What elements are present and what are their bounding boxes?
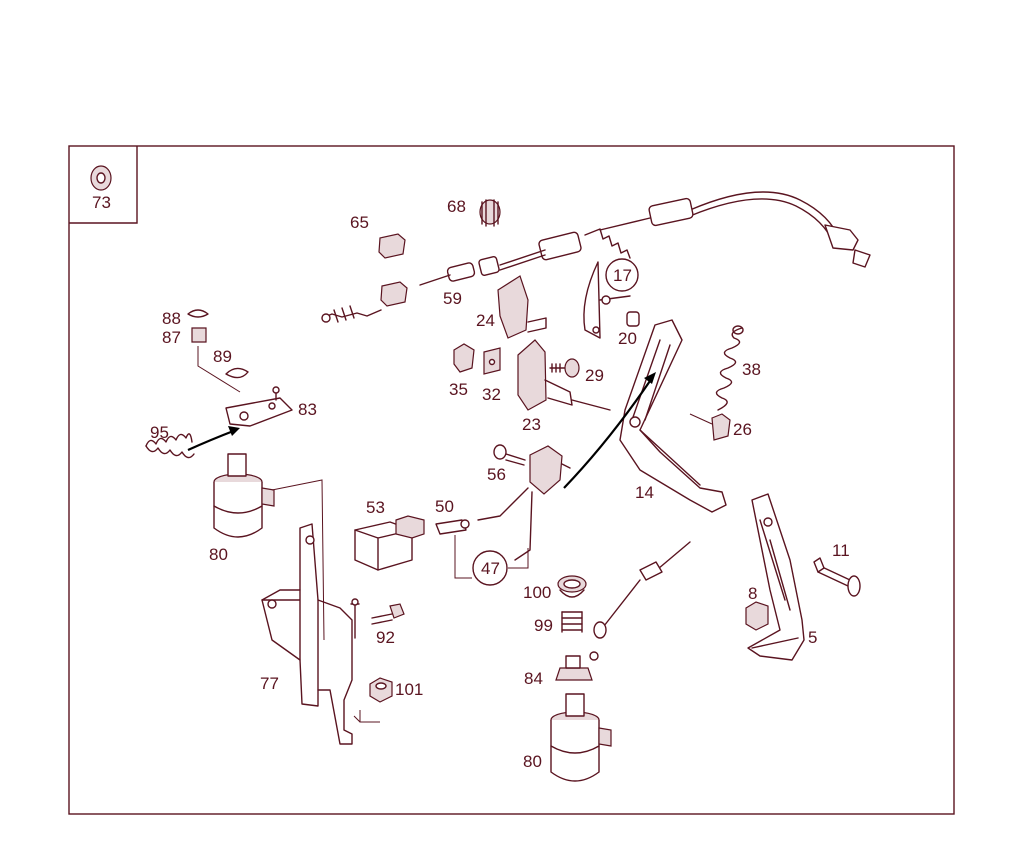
label-56: 56 (487, 465, 506, 484)
callout-47-leader (454, 535, 529, 579)
label-50: 50 (435, 497, 454, 516)
part-23-bracket[interactable] (517, 339, 611, 411)
label-35: 35 (449, 380, 468, 399)
label-17: 17 (613, 266, 632, 285)
assembly-arrow-95 (187, 428, 237, 452)
callout-17 (605, 258, 639, 292)
label-65: 65 (350, 213, 369, 232)
label-8: 8 (748, 584, 757, 603)
assembly-arrow-14 (563, 377, 653, 489)
label-59: 59 (443, 289, 462, 308)
label-23: 23 (522, 415, 541, 434)
diagram-frame (68, 145, 955, 815)
part-65-grommet[interactable] (321, 233, 408, 323)
part-99-spring[interactable] (561, 611, 583, 633)
assembly-arrow-14-head (644, 372, 656, 384)
label-80-bottom: 80 (523, 752, 542, 771)
part-89-clip[interactable] (225, 367, 249, 379)
label-11: 11 (832, 541, 850, 560)
part-32-plate[interactable] (483, 347, 501, 375)
part-88-circlip[interactable] (187, 309, 209, 318)
part-77-bracket[interactable] (261, 523, 360, 745)
part-83-bracket[interactable] (225, 386, 293, 427)
label-95: 95 (150, 423, 169, 442)
label-24: 24 (476, 311, 495, 330)
part-84-plunger[interactable] (555, 651, 599, 681)
part-80-actuator-bottom[interactable] (550, 693, 612, 782)
part-95-spring[interactable] (145, 433, 195, 459)
part-38-spring[interactable] (715, 325, 744, 411)
leader-89 (197, 346, 241, 393)
label-68: 68 (447, 197, 466, 216)
label-20: 20 (618, 329, 637, 348)
label-100: 100 (523, 583, 551, 602)
callout-47 (472, 550, 508, 586)
part-24-bracket[interactable] (497, 275, 547, 339)
label-89: 89 (213, 347, 232, 366)
part-68-nut[interactable] (479, 199, 501, 227)
part-56-bolt[interactable] (493, 444, 526, 466)
label-14: 14 (635, 483, 654, 502)
part-11-stud[interactable] (813, 557, 861, 597)
label-84: 84 (524, 669, 543, 688)
label-32: 32 (482, 385, 501, 404)
part-26-clip[interactable] (689, 413, 731, 441)
label-92: 92 (376, 628, 395, 647)
part-35-clip[interactable] (453, 343, 475, 373)
label-26: 26 (733, 420, 752, 439)
part-14-pedal-lever[interactable] (619, 319, 727, 513)
label-80-top: 80 (209, 545, 228, 564)
part-101-nut[interactable] (369, 677, 393, 703)
label-73: 73 (92, 193, 111, 212)
assembly-arrow-95-head (228, 426, 240, 436)
part-80-actuator-top[interactable] (213, 453, 275, 538)
part-100-cap[interactable] (557, 575, 587, 598)
part-92-bolt[interactable] (371, 603, 405, 625)
part-5-pedal-pad[interactable] (747, 493, 805, 661)
label-5: 5 (808, 628, 817, 647)
leader-101 (353, 710, 380, 723)
part-29-screw[interactable] (549, 358, 580, 378)
part-20-bracket[interactable] (583, 261, 640, 339)
throttle-cable[interactable] (419, 191, 871, 286)
label-101: 101 (395, 680, 423, 699)
part-connector-47[interactable] (477, 445, 571, 561)
label-87: 87 (162, 328, 181, 347)
part-53-relay[interactable] (354, 515, 425, 571)
leader-80-77 (271, 479, 325, 641)
label-38: 38 (742, 360, 761, 379)
switch-cable[interactable] (593, 541, 691, 639)
label-77: 77 (260, 674, 279, 693)
label-88: 88 (162, 309, 181, 328)
label-53: 53 (366, 498, 385, 517)
part-8-nut[interactable] (745, 601, 769, 631)
label-99: 99 (534, 616, 553, 635)
part-73-washer[interactable] (90, 165, 112, 191)
part-50-pin[interactable] (435, 519, 470, 535)
label-83: 83 (298, 400, 317, 419)
label-47: 47 (481, 559, 500, 578)
part-87-bushing[interactable] (191, 327, 207, 343)
inset-box (69, 146, 138, 224)
label-29: 29 (585, 366, 604, 385)
